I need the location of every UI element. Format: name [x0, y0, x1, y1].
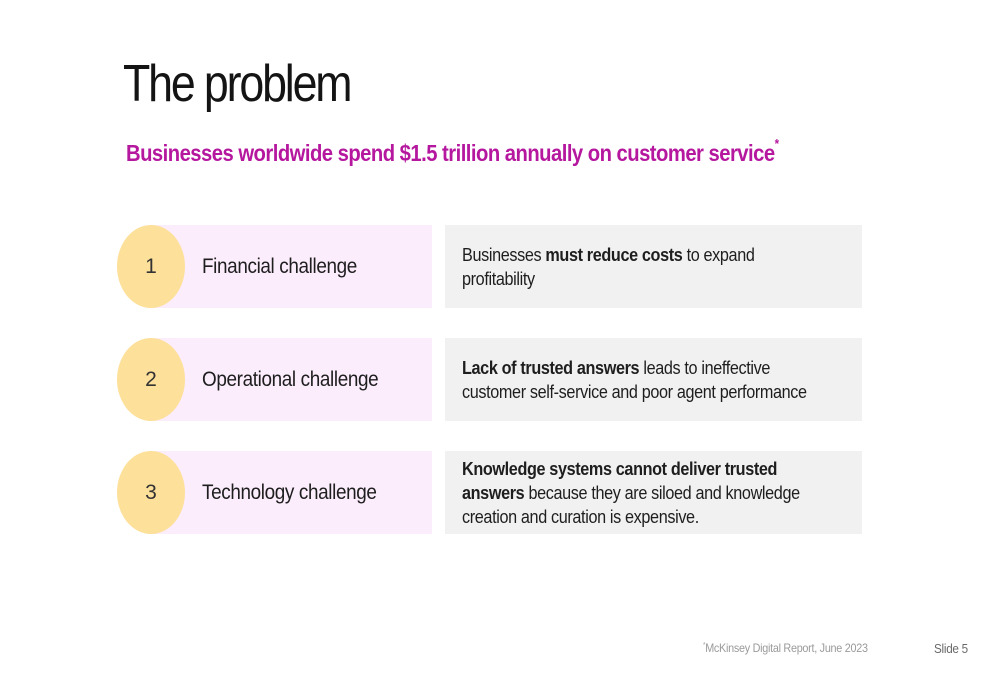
- challenge-label-box: [148, 338, 432, 421]
- challenge-label: Operational challenge: [202, 367, 379, 391]
- footnote-marker: *: [703, 642, 706, 649]
- challenge-label-box: [148, 225, 432, 308]
- desc-text: to expand profitability: [462, 244, 755, 289]
- challenge-description-box: Knowledge systems cannot deliver trusted…: [445, 451, 862, 534]
- challenge-number-badge: 3: [117, 451, 185, 534]
- desc-text: leads to ineffective customer self-servi…: [462, 357, 807, 402]
- challenge-description-box: Lack of trusted answers leads to ineffec…: [445, 338, 862, 421]
- challenge-description-box: Businesses must reduce costs to expand p…: [445, 225, 862, 308]
- subtitle: Businesses worldwide spend $1.5 trillion…: [126, 136, 779, 167]
- slide-number: Slide 5: [934, 641, 968, 656]
- subtitle-footnote-marker: *: [774, 136, 780, 152]
- desc-text: Businesses: [462, 244, 546, 265]
- desc-emphasis: must reduce costs: [545, 244, 683, 265]
- footnote: *McKinsey Digital Report, June 2023: [703, 641, 868, 655]
- challenge-description: Knowledge systems cannot deliver trusted…: [462, 457, 813, 529]
- desc-emphasis: Lack of trusted answers: [462, 357, 640, 378]
- desc-emphasis: Knowledge systems cannot deliver trusted…: [462, 458, 778, 503]
- desc-text: because they are siloed and knowledge cr…: [462, 482, 800, 527]
- footnote-text: McKinsey Digital Report, June 2023: [705, 641, 868, 655]
- challenge-description: Businesses must reduce costs to expand p…: [462, 243, 813, 291]
- page-title: The problem: [123, 55, 353, 113]
- subtitle-text: Businesses worldwide spend $1.5 trillion…: [126, 140, 775, 166]
- challenge-number-badge: 1: [117, 225, 185, 308]
- challenge-label: Technology challenge: [202, 480, 377, 504]
- challenge-row-3: 3 Technology challenge Knowledge systems…: [0, 451, 1000, 535]
- challenge-description: Lack of trusted answers leads to ineffec…: [462, 356, 813, 404]
- challenge-number-badge: 2: [117, 338, 185, 421]
- challenge-row-2: 2 Operational challenge Lack of trusted …: [0, 338, 1000, 422]
- challenge-label-box: [148, 451, 432, 534]
- challenge-label: Financial challenge: [202, 254, 357, 278]
- challenge-row-1: 1 Financial challenge Businesses must re…: [0, 225, 1000, 309]
